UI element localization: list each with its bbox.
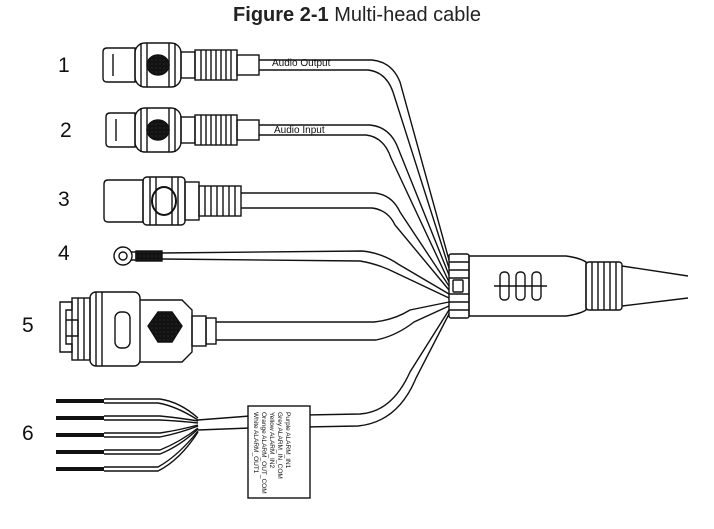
figure-label: Figure 2-1 <box>233 4 329 26</box>
network-connector <box>59 291 450 367</box>
alarm-line-3: Yellow ALARM_IN2 <box>268 412 275 469</box>
figure-caption: Multi-head cable <box>334 4 481 26</box>
alarm-line-5: White ALARM_OUT1 <box>252 412 259 474</box>
alarm-label-tag: Purple ALARM_IN1 Grey ALARM_IN_COM Yello… <box>247 405 311 499</box>
connector-number-3: 3 <box>58 188 70 211</box>
power-connector <box>103 176 450 291</box>
cable-junction <box>448 253 689 319</box>
connector-number-6: 6 <box>22 422 34 445</box>
ground-ring-terminal <box>113 246 450 299</box>
alarm-line-1: Purple ALARM_IN1 <box>284 412 291 469</box>
audio-input-connector <box>105 107 450 283</box>
alarm-wires <box>56 309 450 472</box>
connector-number-4: 4 <box>58 242 70 265</box>
audio-input-label: Audio Input <box>274 125 325 136</box>
connector-number-5: 5 <box>22 314 34 337</box>
connector-number-1: 1 <box>58 54 70 77</box>
audio-output-label: Audio Output <box>272 58 331 69</box>
alarm-line-4: Orange ALARM_OUT_COM <box>260 412 267 494</box>
figure-title: Figure 2-1 Multi-head cable <box>0 4 714 27</box>
audio-output-connector <box>102 42 450 269</box>
connector-number-2: 2 <box>60 119 72 142</box>
alarm-line-2: Grey ALARM_IN_COM <box>276 412 283 479</box>
